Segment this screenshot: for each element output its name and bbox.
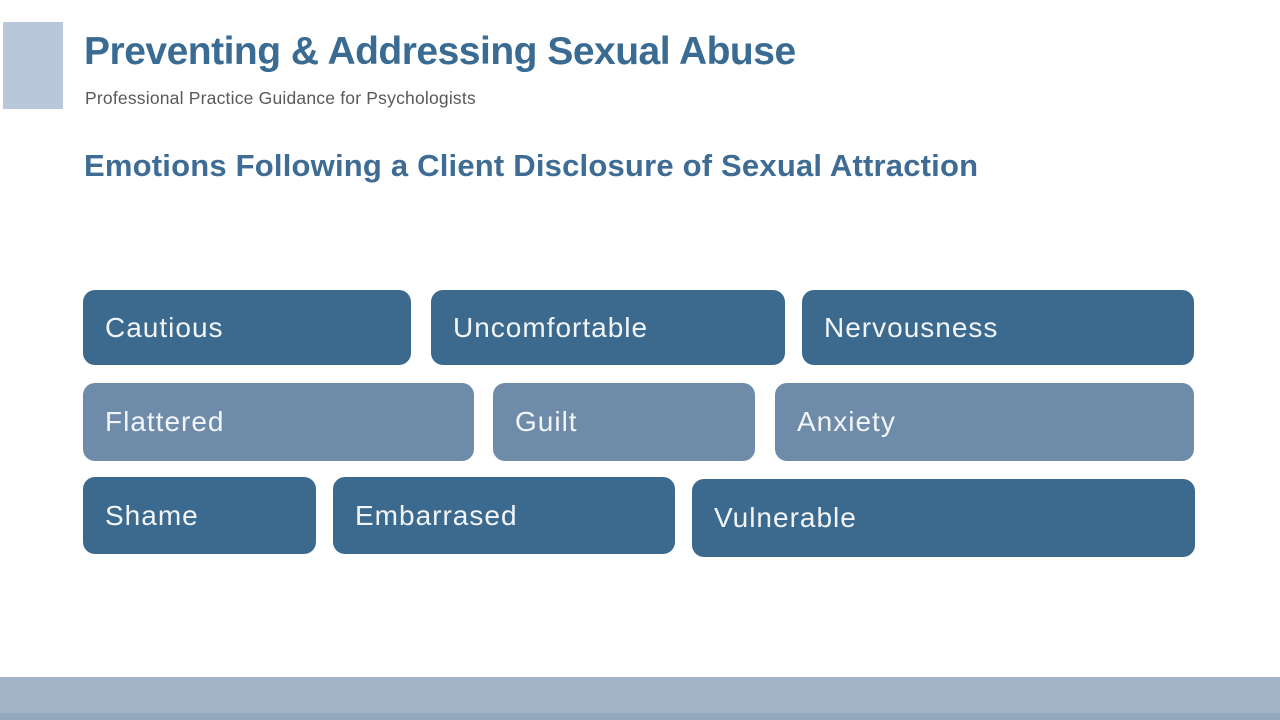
- footer-bar: [0, 677, 1280, 720]
- emotion-label: Vulnerable: [714, 502, 857, 533]
- emotion-box-embarrased: Embarrased: [333, 477, 675, 554]
- emotion-label: Uncomfortable: [453, 311, 649, 343]
- emotion-box-shame: Shame: [83, 477, 316, 554]
- emotion-box-flattered: Flattered: [83, 383, 474, 461]
- emotion-box-uncomfortable: Uncomfortable: [431, 290, 785, 365]
- slide-subtitle: Professional Practice Guidance for Psych…: [85, 88, 476, 108]
- emotion-box-nervousness: Nervousness: [802, 290, 1194, 365]
- emotion-label: Guilt: [515, 406, 578, 437]
- slide-title: Preventing & Addressing Sexual Abuse: [84, 30, 796, 73]
- emotion-box-guilt: Guilt: [493, 383, 755, 461]
- section-heading: Emotions Following a Client Disclosure o…: [84, 148, 979, 183]
- emotion-label: Cautious: [105, 311, 224, 343]
- emotion-box-cautious: Cautious: [83, 290, 411, 365]
- accent-square: [3, 22, 63, 109]
- emotion-label: Embarrased: [355, 499, 518, 531]
- emotion-label: Nervousness: [824, 311, 999, 343]
- emotion-box-vulnerable: Vulnerable: [692, 479, 1195, 557]
- emotion-label: Anxiety: [797, 406, 896, 437]
- emotion-box-anxiety: Anxiety: [775, 383, 1194, 461]
- emotion-label: Flattered: [105, 406, 225, 437]
- emotion-label: Shame: [105, 499, 199, 531]
